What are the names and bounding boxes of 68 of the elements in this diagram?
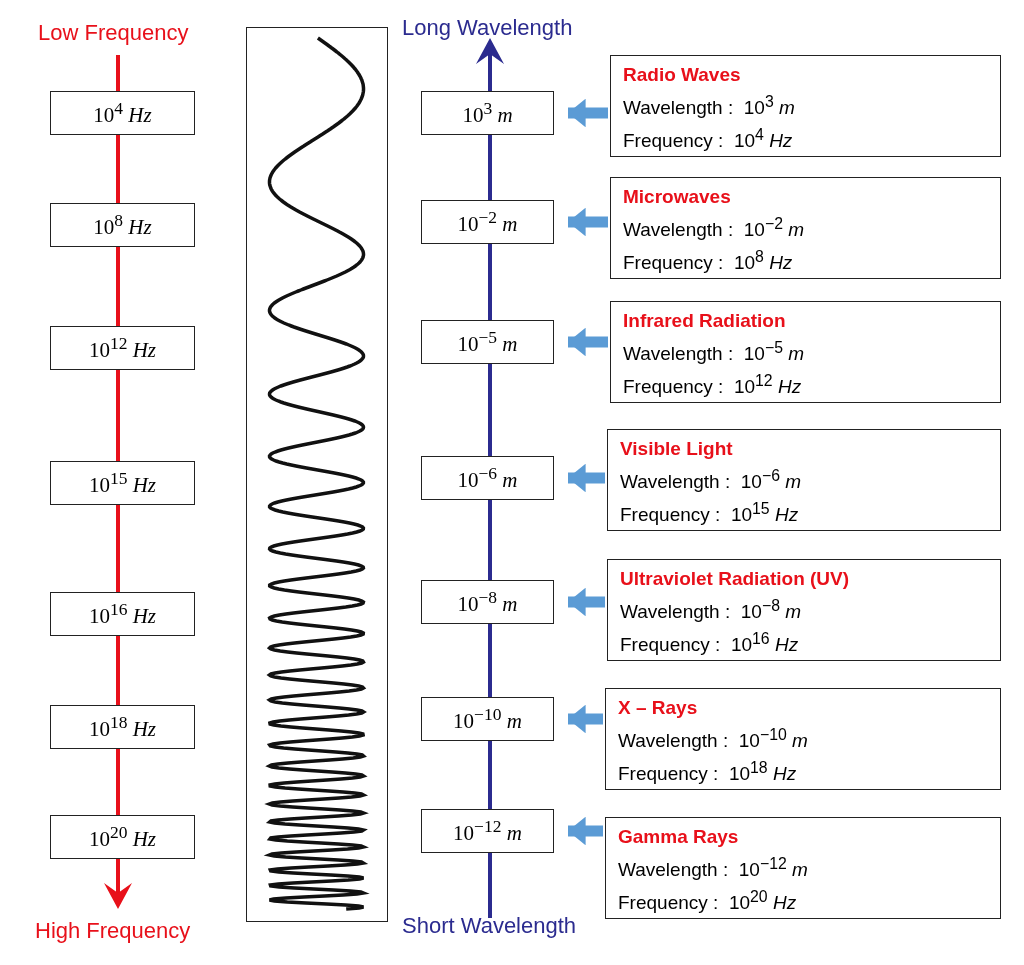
radiation-info-box [607,429,1001,531]
frequency-text: Frequency : 10$^{4}$ Hz [623,125,794,154]
wavelength-text: Wavelength : 10$^{−2}$ m [623,214,806,243]
radiation-info-box [605,688,1001,790]
wavelength-value: 10$^{−8}$ m [457,587,518,617]
radiation-name: Gamma Rays [618,825,740,849]
radiation-name: Ultraviolet Radiation (UV) [620,567,851,591]
wave-panel [246,27,388,922]
radiation-info-box [607,559,1001,661]
block-arrow [568,587,605,617]
wavelength-value: 10$^{−12}$ m [453,816,522,846]
wavelength-box [421,456,554,500]
axis-label: Low Frequency [38,20,189,46]
frequency-text: Frequency : 10$^{15}$ Hz [620,499,800,528]
frequency-box [50,705,195,749]
axis-label: High Frequency [35,918,191,944]
wavelength-box [421,200,554,244]
wavelength-box [421,320,554,364]
frequency-text: Frequency : 10$^{16}$ Hz [620,629,800,658]
frequency-value: 10$^{12}$ Hz [88,333,157,363]
wavelength-value: 10$^{3}$ m [462,98,513,128]
frequency-box [50,815,195,859]
wavelength-box [421,809,554,853]
wavelength-text: Wavelength : 10$^{3}$ m [623,92,796,121]
radiation-name: Visible Light [620,437,734,461]
frequency-value: 10$^{4}$ Hz [93,98,152,128]
radiation-name: Infrared Radiation [623,309,787,333]
block-arrow [568,327,608,357]
wavelength-box [421,697,554,741]
frequency-value: 10$^{16}$ Hz [88,599,157,629]
frequency-box [50,592,195,636]
wavelength-text: Wavelength : 10$^{−5}$ m [623,338,806,367]
wavelength-value: 10$^{−10}$ m [453,704,522,734]
block-arrow [568,207,608,237]
block-arrow [568,463,605,493]
radiation-info-box [610,177,1001,279]
wavelength-text: Wavelength : 10$^{−8}$ m [620,596,803,625]
frequency-text: Frequency : 10$^{18}$ Hz [618,758,798,787]
frequency-text: Frequency : 10$^{8}$ Hz [623,247,794,276]
frequency-value: 10$^{15}$ Hz [88,468,157,498]
wavelength-box [421,580,554,624]
radiation-name: Microwaves [623,185,732,209]
frequency-text: Frequency : 10$^{12}$ Hz [623,371,803,400]
radiation-info-box [605,817,1001,919]
wavelength-text: Wavelength : 10$^{−12}$ m [618,854,809,883]
frequency-box [50,326,195,370]
wavelength-value: 10$^{−2}$ m [457,207,518,237]
frequency-box [50,203,195,247]
wavelength-text: Wavelength : 10$^{−10}$ m [618,725,809,754]
frequency-text: Frequency : 10$^{20}$ Hz [618,887,798,916]
block-arrow [568,98,608,128]
frequency-value: 10$^{8}$ Hz [93,210,152,240]
radiation-name: Radio Waves [623,63,742,87]
wavelength-value: 10$^{−5}$ m [457,327,518,357]
axis-label: Short Wavelength [402,913,577,939]
frequency-box [50,461,195,505]
frequency-value: 10$^{20}$ Hz [88,822,157,852]
radiation-info-box [610,55,1001,157]
block-arrow [568,704,603,734]
wavelength-box [421,91,554,135]
wavelength-value: 10$^{−6}$ m [457,463,518,493]
radiation-name: X – Rays [618,696,699,720]
frequency-box [50,91,195,135]
axis-label: Long Wavelength [402,15,573,41]
radiation-info-box [610,301,1001,403]
frequency-value: 10$^{18}$ Hz [88,712,157,742]
block-arrow [568,816,603,846]
wavelength-text: Wavelength : 10$^{−6}$ m [620,466,803,495]
